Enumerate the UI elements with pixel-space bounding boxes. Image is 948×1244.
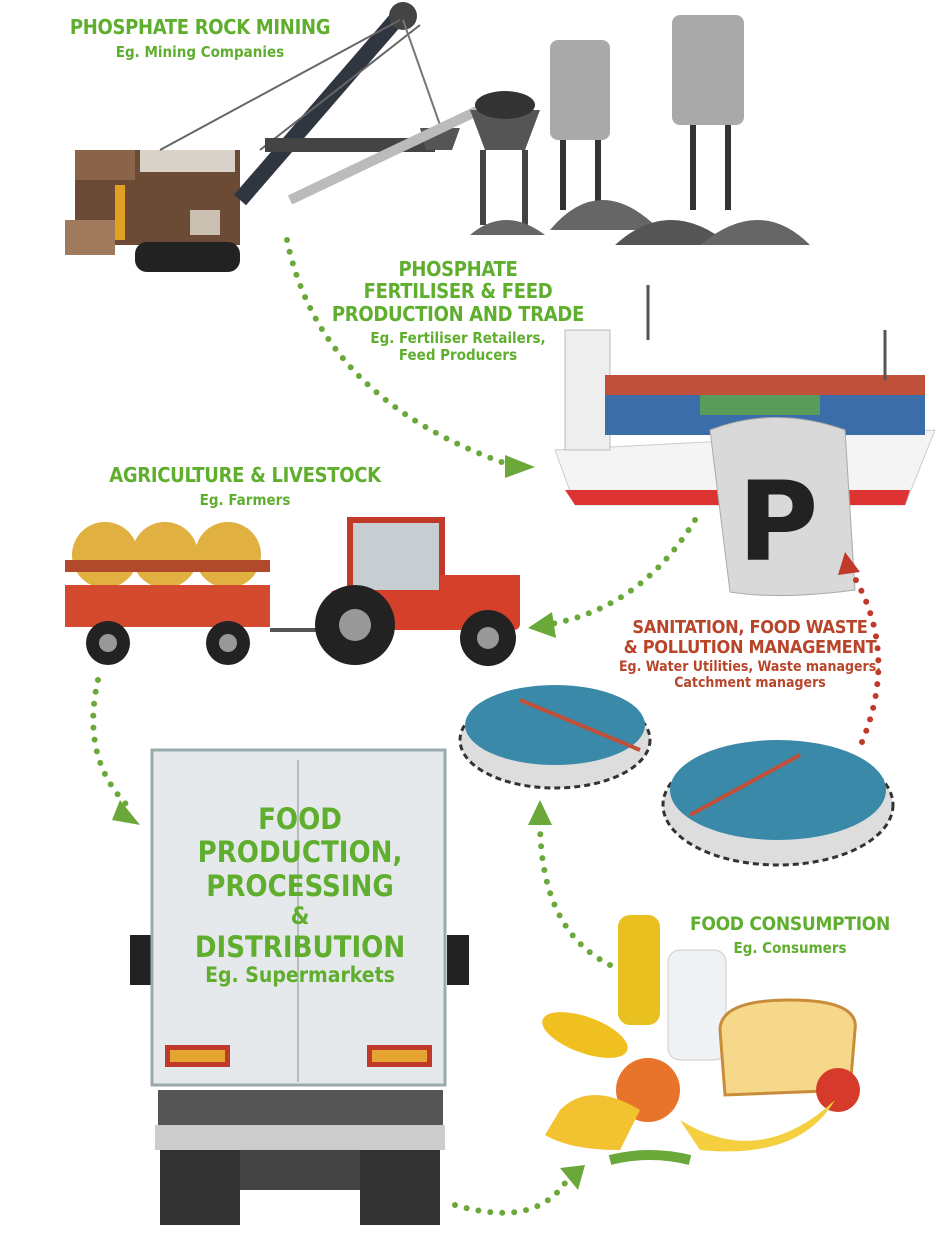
sanitation-title-line: & POLLUTION MANAGEMENT [623, 637, 877, 659]
fertiliser-title-line: FERTILISER & FEED [363, 279, 553, 304]
sanitation-example-line: Eg. Water Utilities, Waste managers, [618, 659, 882, 676]
food-production-label: FOOD PRODUCTION, PROCESSING & DISTRIBUTI… [160, 802, 440, 987]
food-production-title-line: FOOD [258, 802, 342, 836]
food-illustration [542, 915, 860, 1165]
arrow-sanitation-to-fertiliser [847, 567, 882, 745]
fertiliser-example-line: Feed Producers [398, 345, 518, 364]
mining-title: PHOSPHATE ROCK MINING [69, 15, 331, 39]
food-production-example: Eg. Supermarkets [205, 962, 395, 987]
consumption-example: Eg. Consumers [733, 939, 847, 958]
food-production-title-line: & [290, 902, 310, 931]
agriculture-label: AGRICULTURE & LIVESTOCK Eg. Farmers [100, 464, 390, 509]
agriculture-example: Eg. Farmers [199, 491, 291, 510]
consumption-title: FOOD CONSUMPTION [689, 913, 891, 935]
sanitation-example-line: Catchment managers [674, 674, 826, 691]
cycle-arrows [90, 237, 882, 1216]
conveyor-and-silos-illustration [287, 15, 810, 245]
arrow-fertiliser-to-agriculture [542, 517, 698, 628]
arrow-consumption-to-sanitation [537, 817, 613, 968]
consumption-label: FOOD CONSUMPTION Eg. Consumers [680, 913, 900, 958]
water-treatment-tanks-illustration [458, 685, 895, 867]
mining-example: Eg. Mining Companies [115, 43, 285, 62]
arrow-mining-to-fertiliser [284, 237, 513, 468]
mining-label: PHOSPHATE ROCK MINING Eg. Mining Compani… [60, 16, 340, 61]
delivery-truck-illustration [130, 748, 469, 1225]
phosphate-bag-illustration: P [709, 417, 856, 597]
fertiliser-example-line: Eg. Fertiliser Retailers, [370, 329, 546, 348]
sanitation-title-line: SANITATION, FOOD WASTE [632, 617, 868, 638]
fertiliser-title-line: PHOSPHATE [398, 257, 518, 281]
arrowheads [112, 455, 860, 1190]
bag-letter: P [738, 458, 819, 586]
food-production-title-line: PRODUCTION, [197, 835, 403, 870]
sanitation-label: SANITATION, FOOD WASTE & POLLUTION MANAG… [610, 617, 890, 692]
arrow-food-production-to-consumption [452, 1172, 573, 1216]
fertiliser-label: PHOSPHATE FERTILISER & FEED PRODUCTION A… [318, 258, 598, 364]
agriculture-title: AGRICULTURE & LIVESTOCK [109, 463, 381, 487]
tractor-illustration [315, 517, 520, 666]
arrow-agriculture-to-food-production [90, 677, 133, 811]
food-production-title-line: DISTRIBUTION [194, 929, 406, 964]
fertiliser-title-line: PRODUCTION AND TRADE [331, 301, 585, 326]
hay-trailer-illustration [65, 522, 320, 665]
food-production-title-line: PROCESSING [206, 868, 394, 903]
